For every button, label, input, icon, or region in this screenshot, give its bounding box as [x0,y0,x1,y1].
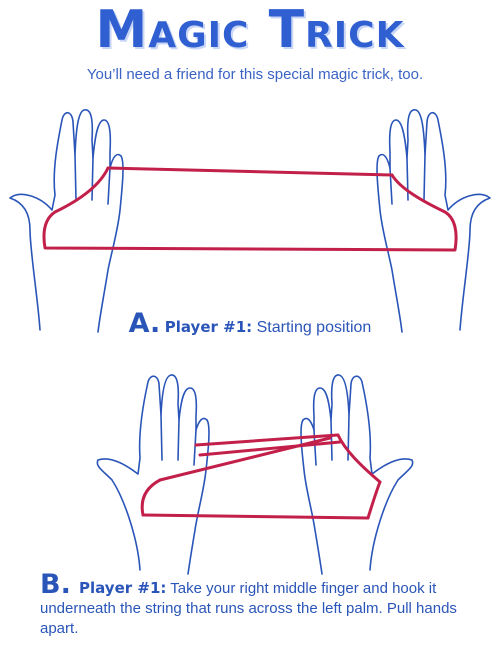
step-b-letter: B. [40,569,71,600]
right-hand-a [376,109,491,333]
step-b-text: Take your right middle finger and hook i… [40,580,457,637]
right-hand-b [300,374,414,575]
caption-step-a: A. Player #1: Starting position [0,308,500,339]
string-a [42,166,458,252]
caption-step-b: B. Player #1: Take your right middle fin… [40,571,490,639]
intro-text: You’ll need a friend for this special ma… [86,66,424,83]
illustration-hook-string [96,374,414,575]
illustration-starting-position [9,109,491,333]
string-b [140,433,382,520]
left-hand-a [9,109,124,333]
step-b-player: Player #1: [79,579,167,597]
left-hand-b [96,374,210,575]
step-a-text: Starting position [256,319,372,336]
page-title: Magic Trick [95,0,405,60]
step-a-letter: A. [128,308,161,339]
step-a-player: Player #1: [164,318,253,336]
